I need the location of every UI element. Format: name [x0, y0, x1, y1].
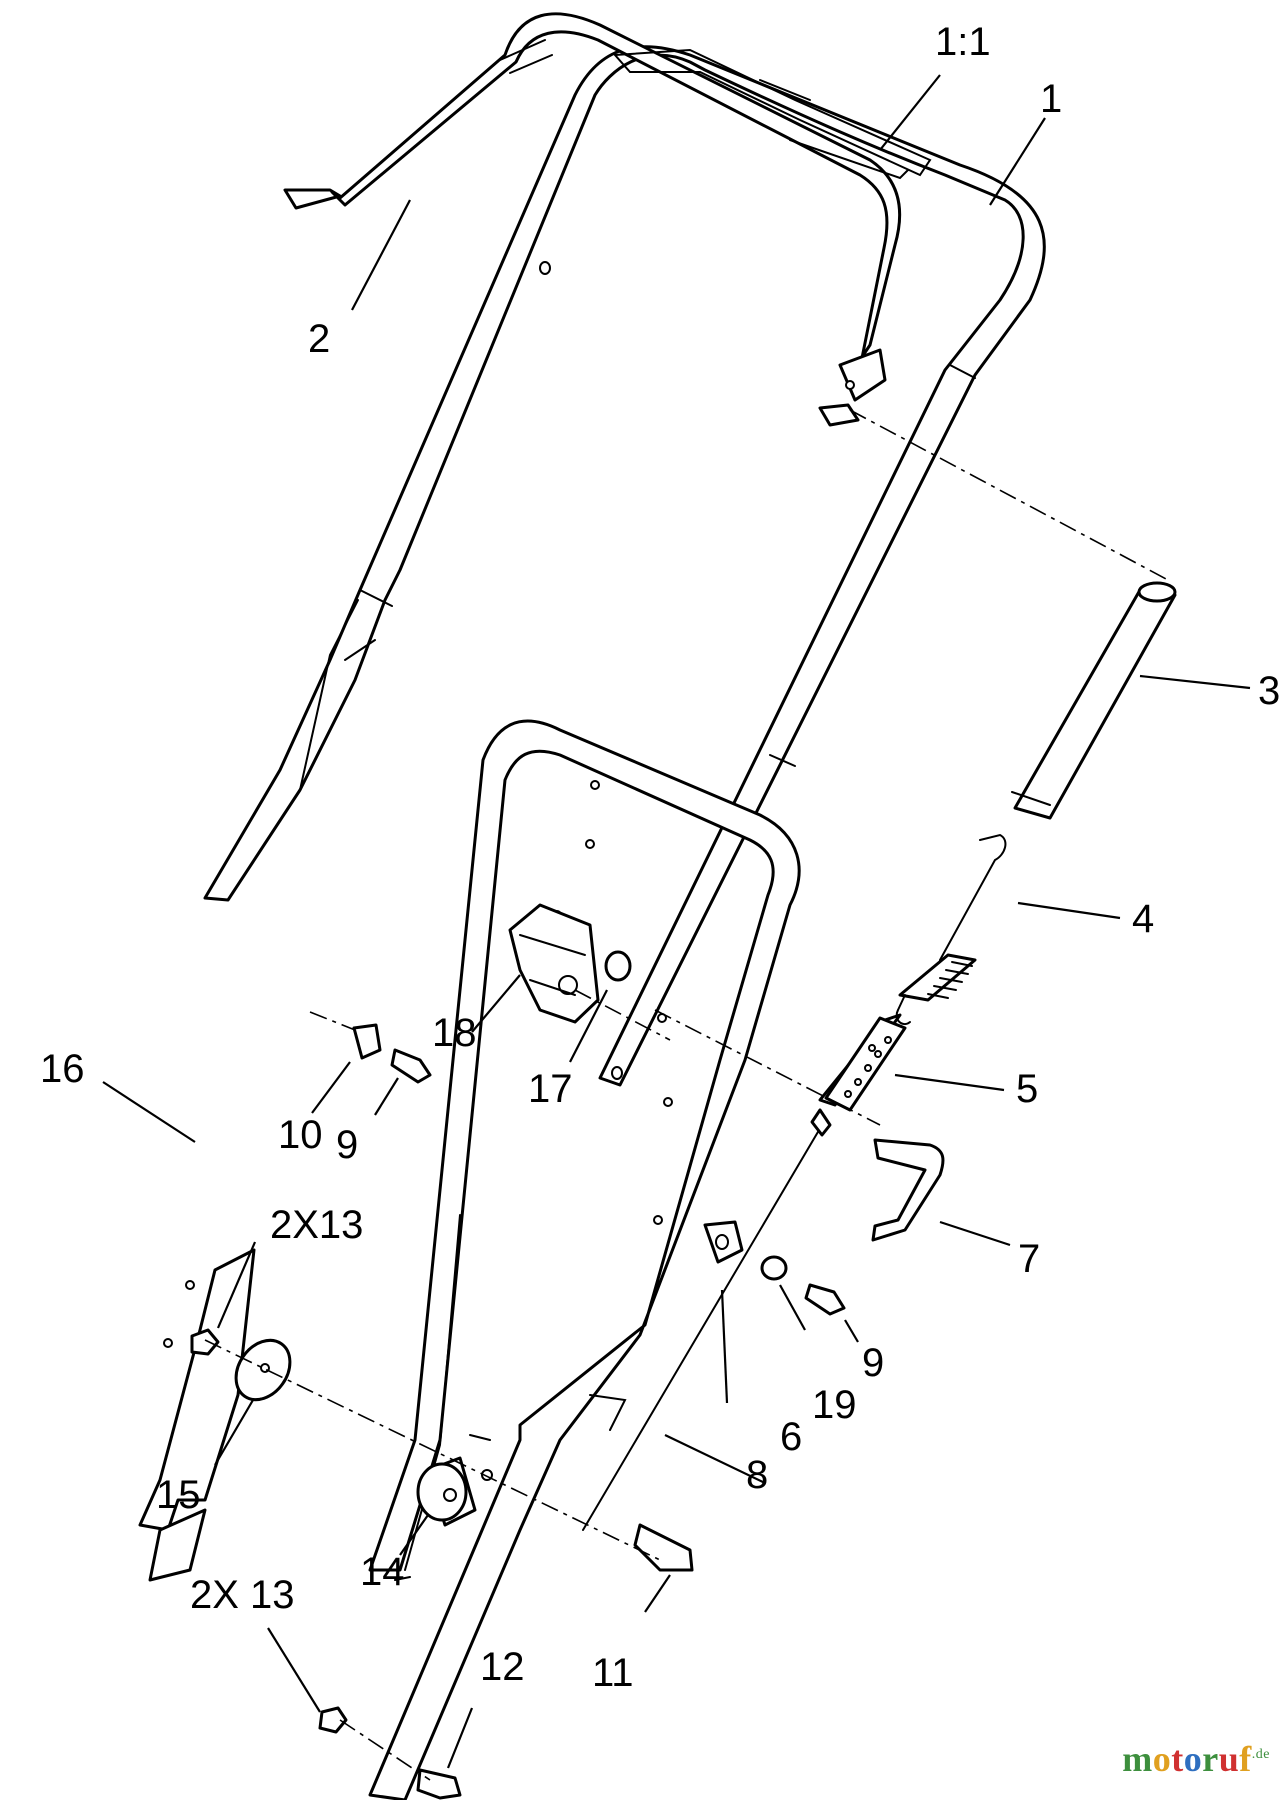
- wheel-spacer-14: [416, 1456, 477, 1527]
- washer-19: [760, 1255, 788, 1281]
- watermark-letter: o: [1183, 1739, 1203, 1779]
- label-4: 4: [1132, 897, 1154, 941]
- spring: [895, 833, 1007, 1026]
- label-9-left: 9: [336, 1123, 358, 1167]
- label-6: 6: [780, 1415, 802, 1459]
- label-2x13-upper: 2X13: [270, 1203, 363, 1247]
- watermark-letter: m: [1122, 1739, 1153, 1779]
- lower-handle-left-leg: [138, 1248, 256, 1582]
- motoruf-watermark: motoruf.de: [1122, 1738, 1270, 1780]
- lever-pin: [871, 1138, 945, 1242]
- label-1: 1: [1040, 77, 1062, 121]
- label-5: 5: [1016, 1067, 1038, 1111]
- bolt-11: [633, 1523, 694, 1572]
- nut-13-upper: [190, 1328, 220, 1356]
- handle-decal: [612, 48, 932, 180]
- label-7: 7: [1018, 1237, 1040, 1281]
- watermark-letter: u: [1218, 1739, 1240, 1779]
- label-14: 14: [360, 1550, 405, 1594]
- label-11: 11: [592, 1651, 634, 1695]
- watermark-letter: f: [1239, 1739, 1252, 1779]
- spacer-10: [352, 1023, 382, 1060]
- label-2: 2: [308, 317, 330, 361]
- label-10: 10: [278, 1113, 323, 1157]
- handle-grip: [1011, 581, 1177, 820]
- watermark-letter: t: [1171, 1739, 1184, 1779]
- washer-17: [604, 950, 632, 982]
- adjustment-plate: [818, 1013, 907, 1112]
- watermark-letter: r: [1202, 1739, 1219, 1779]
- bolt-12: [416, 1768, 462, 1800]
- callout-labels: 1:1 1 2 3 4 5 6 7 8 9 9 10 11 12 2X13 2X…: [40, 20, 1280, 1695]
- label-12: 12: [480, 1645, 525, 1689]
- handle-knob: [508, 903, 600, 1024]
- lower-handle: [368, 719, 801, 1800]
- label-17: 17: [528, 1067, 573, 1111]
- label-18: 18: [432, 1011, 477, 1055]
- label-2x13-lower: 2X 13: [190, 1573, 295, 1617]
- bolt-9-left: [390, 1048, 432, 1084]
- watermark-suffix: .de: [1251, 1747, 1270, 1762]
- label-1-1: 1:1: [935, 20, 991, 64]
- watermark-letter: o: [1152, 1739, 1172, 1779]
- bolt-9-right: [804, 1283, 846, 1316]
- label-15: 15: [156, 1473, 201, 1517]
- bail-latch: [818, 348, 887, 427]
- leader-lines: [102, 74, 1251, 1769]
- upper-handle: [203, 45, 1046, 1087]
- brake-cable: [582, 1108, 832, 1531]
- label-19: 19: [812, 1383, 857, 1427]
- assembly-lines: [204, 409, 1169, 1781]
- label-3: 3: [1258, 669, 1280, 713]
- nut-13-lower: [318, 1706, 348, 1734]
- label-9-right: 9: [862, 1341, 884, 1385]
- bail-bar: [283, 12, 902, 374]
- label-8: 8: [746, 1453, 768, 1497]
- cable-clamp: [703, 1220, 744, 1264]
- label-16: 16: [40, 1047, 85, 1091]
